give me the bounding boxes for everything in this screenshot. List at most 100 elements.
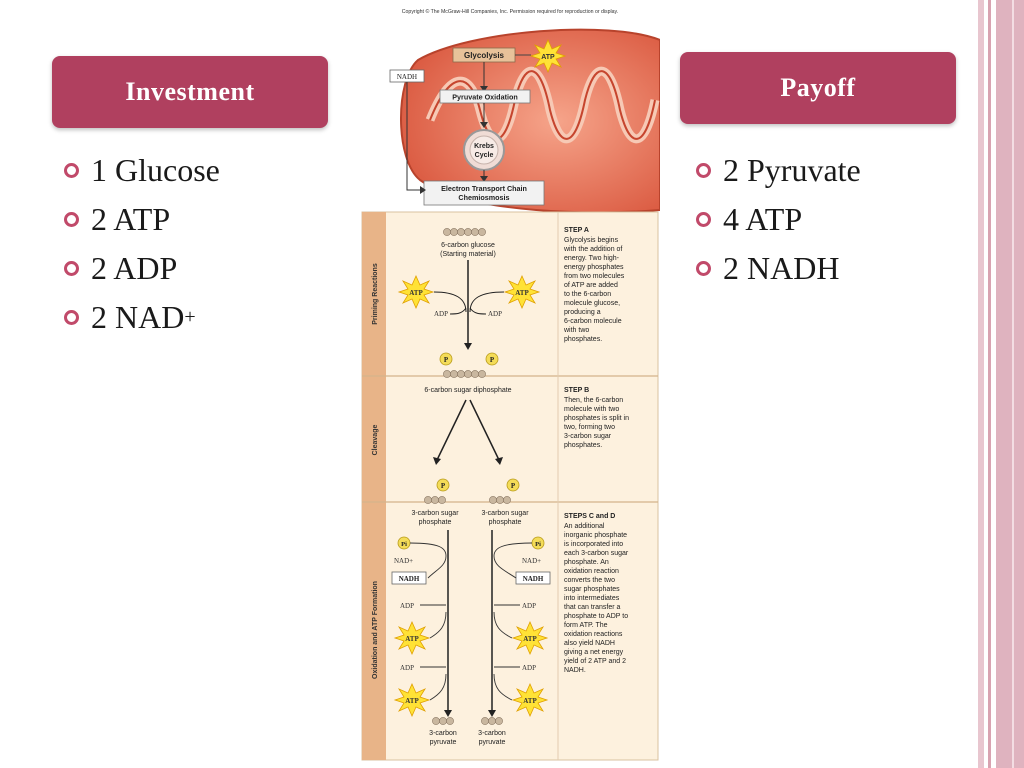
- svg-text:is incorporated into: is incorporated into: [564, 541, 623, 548]
- krebs-label: Krebs: [474, 143, 494, 150]
- list-item: 2 ATP: [64, 195, 220, 244]
- edge-stripe: [988, 0, 991, 768]
- svg-text:with the addition of: with the addition of: [563, 246, 622, 253]
- atp-label: ATP: [405, 697, 419, 705]
- step-b-text: STEP B Then, the 6-carbon molecule with …: [564, 387, 629, 449]
- adp-label: ADP: [400, 664, 414, 672]
- sugar-phosphate-label: 3-carbon sugar: [481, 510, 529, 517]
- nad-label: NAD+: [394, 557, 413, 565]
- nadh-label: NADH: [397, 73, 417, 81]
- svg-text:Then, the 6-carbon: Then, the 6-carbon: [564, 397, 623, 404]
- etc-label: Electron Transport Chain: [441, 184, 527, 193]
- svg-text:energy. Two high-: energy. Two high-: [564, 255, 620, 262]
- edge-stripe: [1012, 0, 1014, 768]
- svg-text:NADH.: NADH.: [564, 667, 586, 674]
- payoff-title: Payoff: [680, 52, 956, 124]
- svg-text:two, forming two: two, forming two: [564, 424, 615, 431]
- svg-text:to the 6-carbon: to the 6-carbon: [564, 291, 611, 298]
- list-item: 2 NAD+: [64, 293, 220, 342]
- bullet-icon: [64, 261, 79, 276]
- nadh-label: NADH: [523, 575, 544, 583]
- phosphate-label: Pi: [401, 541, 407, 548]
- starting-material-label: (Starting material): [440, 251, 496, 258]
- copyright-text: Copyright © The McGraw-Hill Companies, I…: [402, 8, 618, 15]
- payoff-list: 2 Pyruvate 4 ATP 2 NADH: [696, 146, 861, 293]
- glycolysis-figure: Copyright © The McGraw-Hill Companies, I…: [361, 8, 660, 761]
- bullet-icon: [696, 212, 711, 227]
- phosphate-label: Pi: [535, 541, 541, 548]
- diphosphate-label: 6-carbon sugar diphosphate: [424, 387, 511, 394]
- investment-list: 1 Glucose 2 ATP 2 ADP 2 NAD+: [64, 146, 220, 342]
- svg-text:phosphate to ADP to: phosphate to ADP to: [564, 613, 628, 620]
- svg-text:phosphates.: phosphates.: [564, 442, 602, 449]
- pyruvate-label: pyruvate: [479, 739, 506, 746]
- payoff-title-text: Payoff: [780, 73, 856, 102]
- sugar-phosphate-label: phosphate: [489, 519, 522, 526]
- svg-text:3-carbon sugar: 3-carbon sugar: [564, 433, 612, 440]
- svg-text:from two molecules: from two molecules: [564, 273, 625, 280]
- superscript: +: [184, 306, 196, 328]
- atp-label: ATP: [523, 635, 537, 643]
- svg-text:giving a net energy: giving a net energy: [564, 649, 624, 656]
- svg-text:also yield NADH: also yield NADH: [564, 640, 615, 647]
- phosphate-label: P: [511, 482, 516, 490]
- step-a-text: STEP A Glycolysis begins with the additi…: [563, 227, 625, 343]
- svg-text:phosphates.: phosphates.: [564, 336, 602, 343]
- atp-label: ATP: [515, 289, 529, 297]
- bullet-icon: [696, 163, 711, 178]
- adp-label: ADP: [400, 602, 414, 610]
- svg-text:6-carbon molecule: 6-carbon molecule: [564, 318, 622, 325]
- svg-text:STEP B: STEP B: [564, 387, 589, 394]
- phosphate-icon: [439, 352, 453, 366]
- svg-text:phosphate. An: phosphate. An: [564, 559, 609, 566]
- svg-text:with two: with two: [563, 327, 589, 334]
- sugar-phosphate-label: phosphate: [419, 519, 452, 526]
- svg-text:producing a: producing a: [564, 309, 601, 316]
- svg-text:oxidation reaction: oxidation reaction: [564, 568, 619, 575]
- pyruvate-oxidation-label: Pyruvate Oxidation: [452, 93, 518, 102]
- phosphate-label: P: [441, 482, 446, 490]
- svg-text:inorganic phosphate: inorganic phosphate: [564, 532, 627, 539]
- atp-label: ATP: [405, 635, 419, 643]
- cleavage-label: Cleavage: [372, 425, 379, 456]
- pyruvate-molecule: [432, 717, 503, 725]
- glucose-label: 6-carbon glucose: [441, 242, 495, 249]
- edge-stripe: [996, 0, 1024, 768]
- list-item: 1 Glucose: [64, 146, 220, 195]
- svg-text:energy phosphates: energy phosphates: [564, 264, 624, 271]
- sugar-phosphate-label: 3-carbon sugar: [411, 510, 459, 517]
- pyruvate-label: pyruvate: [430, 739, 457, 746]
- svg-text:An additional: An additional: [564, 523, 605, 530]
- svg-text:sugar phosphates: sugar phosphates: [564, 586, 620, 593]
- phosphate-icon: [436, 478, 450, 492]
- glucose-molecule: [443, 228, 486, 236]
- bullet-icon: [64, 212, 79, 227]
- svg-text:phosphates is split in: phosphates is split in: [564, 415, 629, 422]
- chemiosmosis-label: Chemiosmosis: [458, 193, 509, 202]
- pyruvate-label: 3-carbon: [478, 730, 506, 737]
- phosphate-icon: [485, 352, 499, 366]
- pyruvate-label: 3-carbon: [429, 730, 457, 737]
- svg-text:STEPS C and D: STEPS C and D: [564, 513, 615, 520]
- bullet-icon: [64, 310, 79, 325]
- bullet-icon: [696, 261, 711, 276]
- list-item: 2 NADH: [696, 244, 861, 293]
- phosphate-label: P: [444, 356, 449, 364]
- priming-reactions-label: Priming Reactions: [372, 263, 379, 325]
- svg-text:molecule with two: molecule with two: [564, 406, 619, 413]
- glycolysis-label: Glycolysis: [464, 51, 505, 60]
- svg-text:molecule glucose,: molecule glucose,: [564, 300, 620, 307]
- adp-label: ADP: [522, 664, 536, 672]
- atp-label: ATP: [409, 289, 423, 297]
- list-item: 2 ADP: [64, 244, 220, 293]
- svg-text:form ATP. The: form ATP. The: [564, 622, 608, 629]
- sugar-phosphate-molecule: [424, 496, 511, 504]
- svg-text:oxidation reactions: oxidation reactions: [564, 631, 623, 638]
- atp-label: ATP: [523, 697, 537, 705]
- investment-title: Investment: [52, 56, 328, 128]
- svg-text:into intermediates: into intermediates: [564, 595, 620, 602]
- edge-stripe: [978, 0, 984, 768]
- svg-text:yield of 2 ATP and 2: yield of 2 ATP and 2: [564, 658, 626, 665]
- svg-text:Glycolysis begins: Glycolysis begins: [564, 237, 619, 244]
- adp-label: ADP: [522, 602, 536, 610]
